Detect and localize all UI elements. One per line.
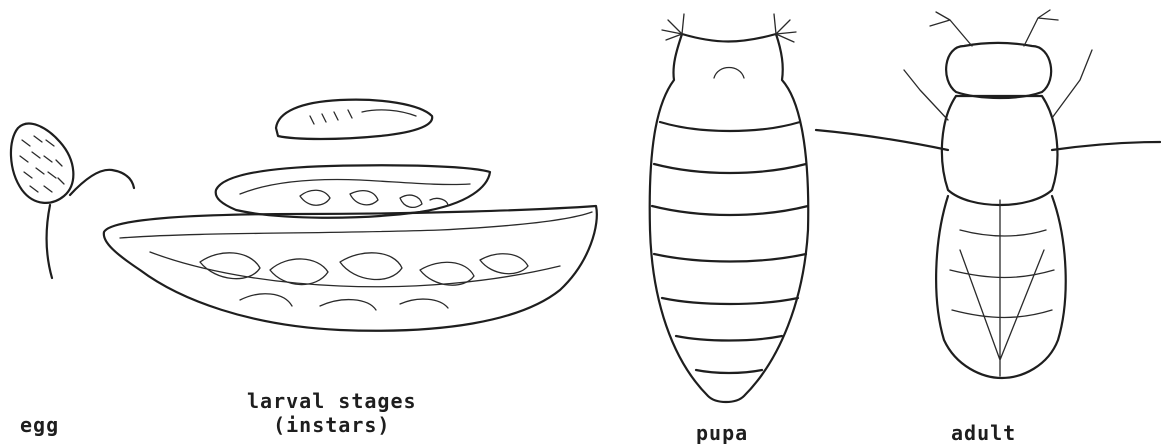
pupa-label: pupa	[696, 421, 748, 445]
adult-drawing	[816, 10, 1160, 378]
larva-first-instar	[276, 100, 432, 139]
egg-label: egg	[20, 413, 59, 437]
larval-stages-title: larval stages	[247, 389, 417, 413]
larval-stages-label: larval stages (instars)	[247, 389, 417, 437]
pupa-drawing	[650, 14, 809, 402]
larva-second-instar	[216, 165, 490, 218]
egg-drawing	[11, 124, 134, 278]
larval-stages-subtitle: (instars)	[247, 413, 417, 437]
larva-third-instar	[104, 206, 597, 331]
adult-label: adult	[951, 421, 1016, 445]
